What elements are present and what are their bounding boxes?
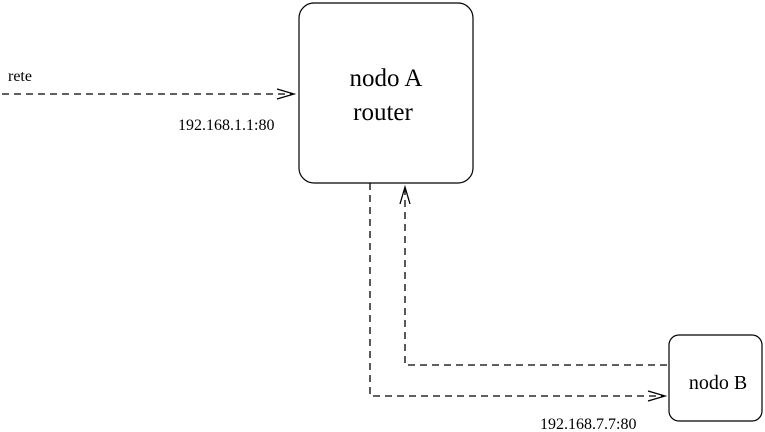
return-flow-line — [404, 189, 667, 366]
node-b: nodo B — [668, 334, 763, 422]
network-to-router-arrow — [2, 88, 297, 100]
node-a-role: router — [353, 99, 413, 126]
router-address-label: 192.168.1.1:80 — [178, 117, 274, 134]
node-a-box — [298, 2, 474, 184]
node-a: nodo A router — [298, 2, 474, 184]
node-a-name: nodo A — [350, 65, 423, 92]
network-arrowhead — [276, 88, 297, 100]
node-b-box — [668, 334, 763, 422]
network-label: rete — [8, 68, 32, 85]
node-b-address-label: 192.168.7.7:80 — [540, 416, 636, 432]
return-arrowhead — [399, 184, 411, 205]
forward-arrowhead — [647, 390, 668, 402]
node-b-to-router-arrow — [399, 184, 667, 366]
router-to-node-b-arrow — [369, 183, 668, 402]
forward-flow-line — [369, 183, 664, 397]
node-b-name: nodo B — [689, 372, 747, 394]
